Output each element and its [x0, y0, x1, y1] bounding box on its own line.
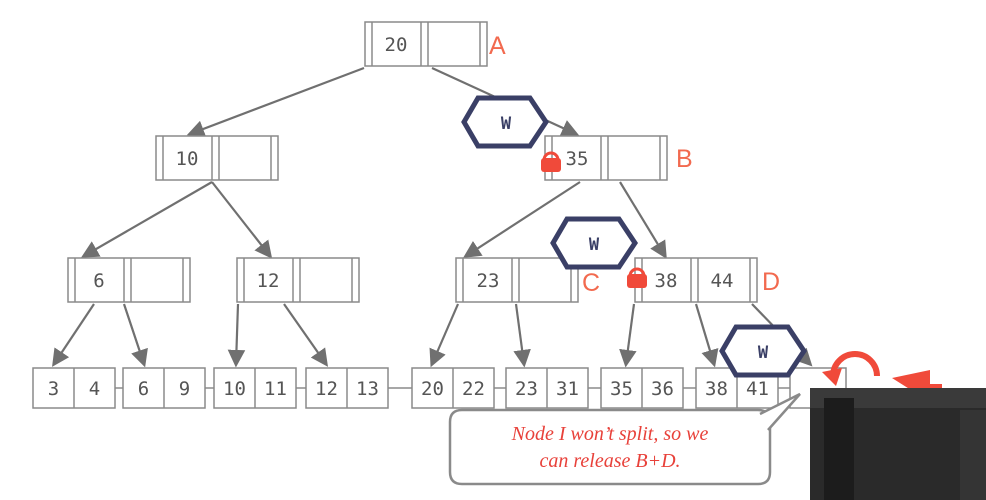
node-key: 10	[176, 148, 199, 170]
callout-box: Node I won’t split, so we can release B+…	[448, 392, 801, 486]
inner-node-lr: 12	[236, 257, 360, 303]
tree-edge	[186, 66, 365, 138]
latch-w-b: W	[461, 95, 550, 149]
tree-edge	[463, 181, 581, 258]
leaf-key: 38	[705, 378, 728, 400]
leaf-key: 35	[610, 378, 633, 400]
leaf-key: 23	[515, 378, 538, 400]
latch-label: W	[758, 343, 769, 363]
node-key: 12	[257, 270, 280, 292]
undo-arrow-icon	[822, 351, 880, 386]
leaf-key: 3	[48, 378, 59, 400]
node-tag-a: A	[489, 32, 506, 60]
tree-edge	[211, 181, 273, 259]
leaf-key: 41	[746, 378, 769, 400]
leaf-key: 11	[264, 378, 287, 400]
tree-edge	[52, 303, 95, 367]
leaf-key: 12	[315, 378, 338, 400]
lock-icon	[541, 151, 561, 172]
leaf-key: 6	[138, 378, 149, 400]
tree-edge	[513, 303, 531, 368]
callout-line-2: can release B+D.	[539, 450, 680, 472]
leaf-key: 20	[421, 378, 444, 400]
inner-node-root: 20 A	[364, 21, 506, 67]
node-key-2: 44	[711, 270, 734, 292]
leaf-key: 9	[179, 378, 190, 400]
node-key: 20	[385, 34, 408, 56]
tree-edges	[52, 66, 813, 368]
leaf-node: 23 31	[505, 367, 589, 409]
leaf-key: 10	[223, 378, 246, 400]
inner-node-ll: 6	[67, 257, 191, 303]
node-key: 35	[566, 148, 589, 170]
latch-w-c: W	[550, 216, 639, 270]
leaf-key: 36	[651, 378, 674, 400]
inner-node-left: 10	[155, 135, 279, 181]
leaf-node: 10 11	[213, 367, 297, 409]
tree-edge	[80, 181, 213, 258]
leaf-key: 22	[462, 378, 485, 400]
node-key: 23	[477, 270, 500, 292]
leaf-node: 12 13	[305, 367, 389, 409]
latch-label: W	[501, 114, 512, 134]
leaf-key: 13	[356, 378, 379, 400]
node-tag-b: B	[676, 145, 693, 173]
lock-icon	[627, 267, 647, 288]
node-key: 38	[655, 270, 678, 292]
tree-edge	[429, 303, 460, 368]
leaf-key: 31	[556, 378, 579, 400]
tree-edge	[227, 303, 246, 368]
node-key: 6	[93, 270, 104, 292]
latch-label: W	[589, 235, 600, 255]
tree-edge	[122, 303, 148, 368]
leaf-node: 35 36	[600, 367, 684, 409]
latch-w-leaf: W	[719, 324, 808, 378]
node-tag-d: D	[762, 268, 780, 296]
webcam-overlay	[810, 388, 986, 500]
node-tag-c: C	[582, 269, 600, 297]
tree-edge	[694, 303, 719, 368]
inner-node-rr: 38 44 D	[634, 257, 780, 303]
tree-edge	[619, 303, 637, 368]
tree-edge	[619, 181, 667, 260]
inner-node-right: 35 B	[544, 135, 693, 181]
tree-edge	[283, 303, 329, 367]
leaf-key: 4	[89, 378, 100, 400]
callout-line-1: Node I won’t split, so we	[511, 423, 709, 445]
inner-node-rl: 23 C	[455, 257, 600, 303]
